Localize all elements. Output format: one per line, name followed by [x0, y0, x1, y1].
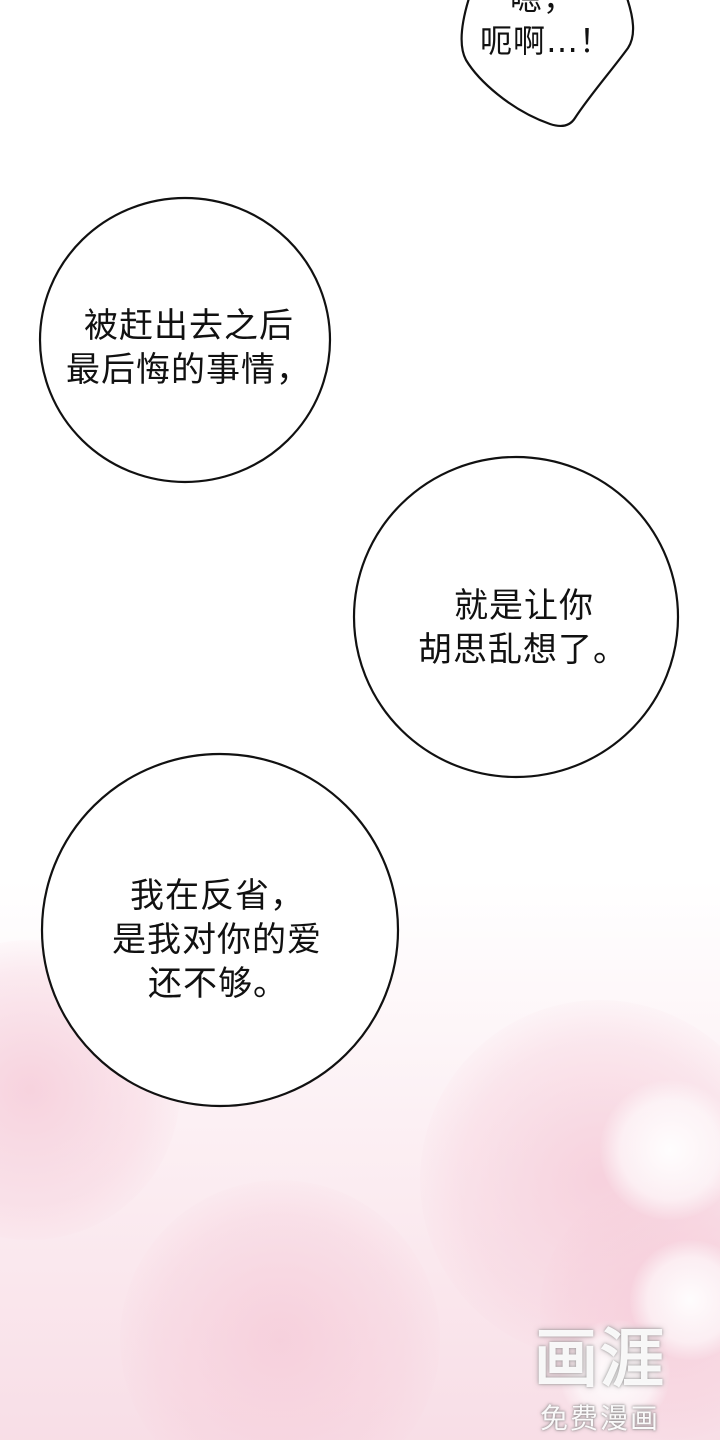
speech-bubble-3-text: 我在反省， 是我对你的爱 还不够。 [112, 874, 322, 1006]
watermark-subtitle: 免费漫画 [539, 1402, 660, 1435]
speech-line: 我在反省， [130, 876, 305, 916]
speech-line: 就是让你 [454, 586, 594, 626]
speech-line: 是我对你的爱 [112, 920, 322, 960]
speech-bubble-1-text: 被赶出去之后 最后悔的事情， [66, 304, 311, 392]
speech-line: 嗯， [498, 0, 612, 20]
speech-bubble-3-outline [40, 752, 400, 1108]
speech-bubble-top-outline [460, 0, 635, 128]
speech-line: 呃啊…！ [480, 22, 613, 60]
speech-line: 最后悔的事情， [66, 350, 311, 390]
speech-bubble-1-outline [38, 196, 332, 484]
speech-bubble-top-text: 嗯， 呃啊…！ [480, 0, 612, 62]
speech-bubble-2-outline [352, 455, 680, 779]
speech-line: 被赶出去之后 [84, 306, 294, 346]
watermark: 画涯 免费漫画 [520, 1320, 680, 1440]
speech-line: 还不够。 [148, 964, 288, 1004]
speech-bubble-2-text: 就是让你 胡思乱想了。 [418, 584, 628, 672]
watermark-logo: 画涯 [534, 1323, 666, 1397]
speech-line: 胡思乱想了。 [418, 630, 628, 670]
